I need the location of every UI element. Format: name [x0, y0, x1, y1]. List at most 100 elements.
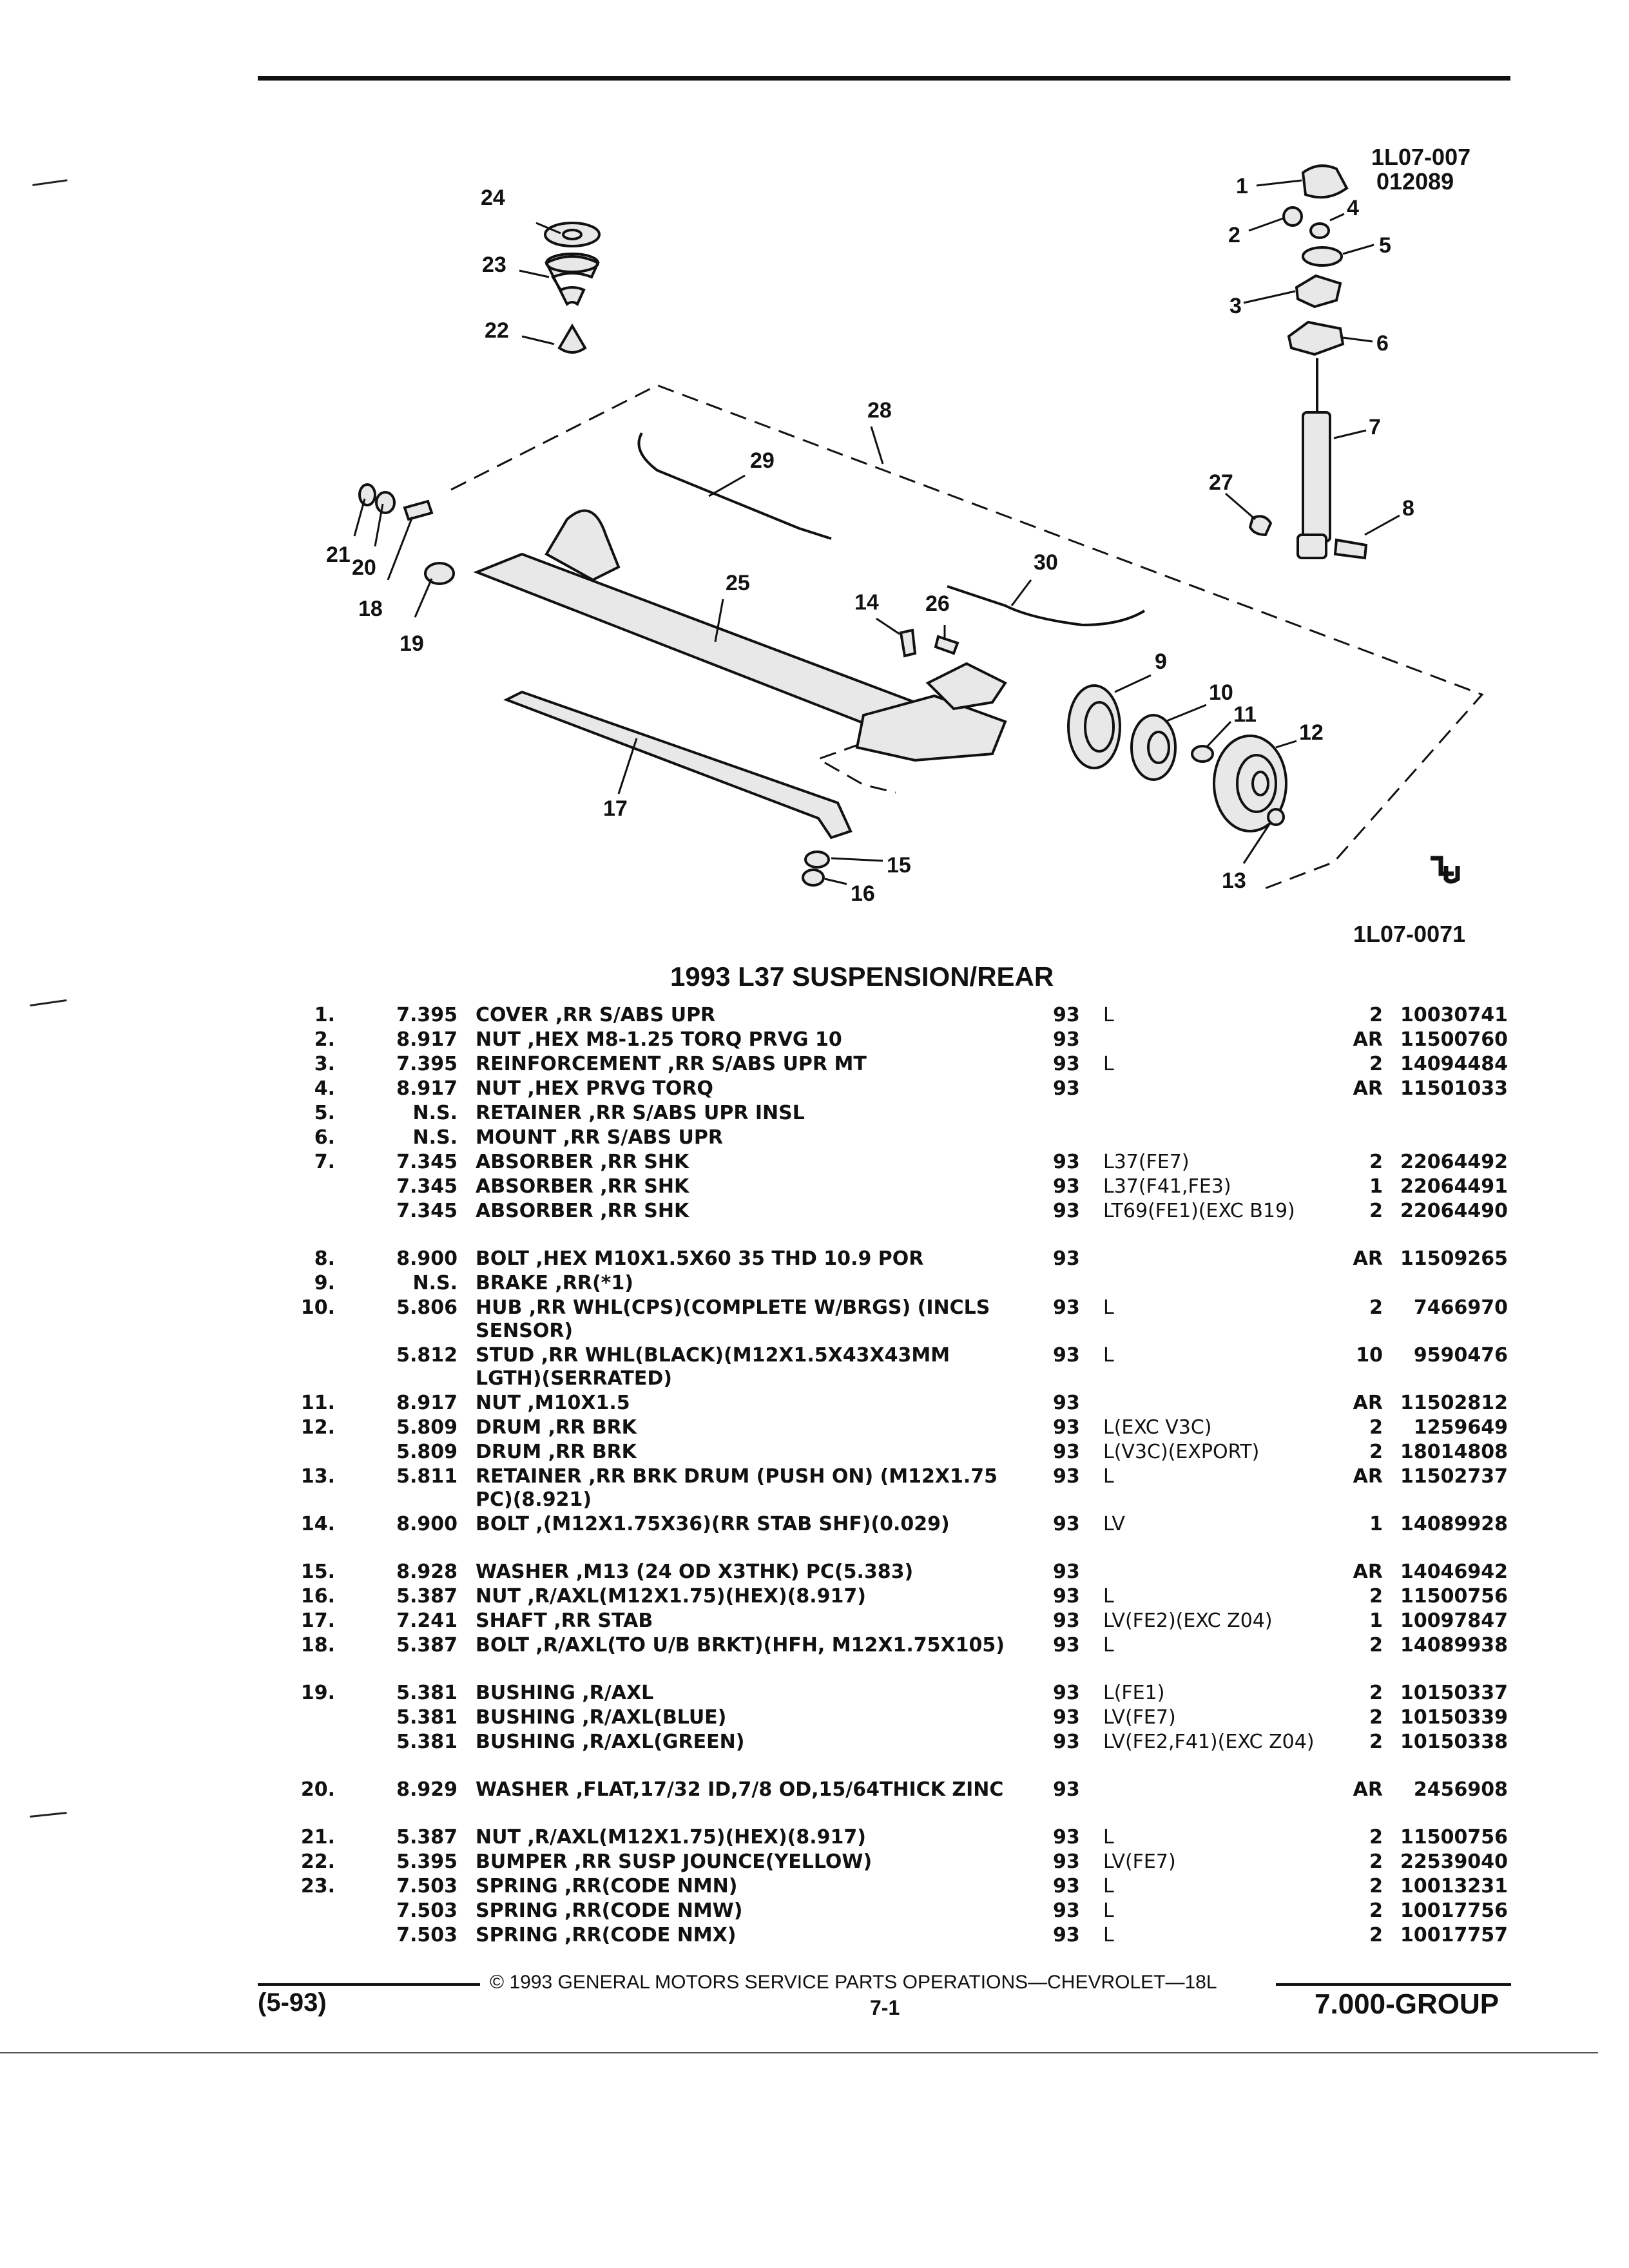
application: L — [1103, 1296, 1114, 1319]
model-year: 93 — [1053, 1924, 1080, 1946]
footer-copyright: © 1993 GENERAL MOTORS SERVICE PARTS OPER… — [490, 1972, 1217, 1993]
gm-logo-icon — [1431, 856, 1460, 884]
quantity: 10 — [1356, 1344, 1383, 1367]
washer-15 — [804, 850, 830, 869]
item-number: 20. — [300, 1778, 335, 1801]
part-description: REINFORCEMENT ,RR S/ABS UPR MT — [476, 1053, 867, 1075]
part-number: 10097847 — [1400, 1610, 1508, 1632]
application: L(EXC V3C) — [1103, 1416, 1212, 1439]
callout-6: 6 — [1376, 331, 1389, 356]
parts-row: 6.N.S.MOUNT ,RR S/ABS UPR — [0, 1126, 1629, 1151]
part-description: BUMPER ,RR SUSP JOUNCE(YELLOW) — [476, 1850, 872, 1873]
model-year: 93 — [1053, 1610, 1080, 1632]
item-number: 4. — [314, 1077, 335, 1100]
part-number: 14046942 — [1400, 1561, 1508, 1583]
part-number: 10150337 — [1400, 1682, 1508, 1704]
part-description: SPRING ,RR(CODE NMN) — [476, 1875, 738, 1898]
item-number: 7. — [314, 1151, 335, 1173]
quantity: 2 — [1369, 1441, 1383, 1463]
brake-assembly — [1067, 684, 1287, 832]
quantity: 2 — [1369, 1416, 1383, 1439]
model-year: 93 — [1053, 1899, 1080, 1922]
parts-row: 20. 8.929 WASHER ,FLAT,17/32 ID,7/8 OD,15/… — [0, 1778, 1629, 1826]
callout-labels: 1 2 3 4 5 6 7 8 9 10 11 12 13 14 15 16 1… — [326, 174, 1414, 906]
item-number: 19. — [300, 1682, 335, 1704]
callout-22: 22 — [485, 318, 509, 343]
model-year: 93 — [1053, 1778, 1080, 1801]
callout-3: 3 — [1229, 294, 1242, 318]
part-description: SHAFT ,RR STAB — [476, 1610, 653, 1632]
group-number: 8.917 — [396, 1077, 458, 1100]
item-number: 16. — [300, 1585, 335, 1608]
brake-cable-30 — [947, 585, 1146, 627]
item-number: 1. — [314, 1004, 335, 1026]
part-description: WASHER ,FLAT,17/32 ID,7/8 OD,15/64THICK … — [476, 1778, 1004, 1801]
part-number: 22064490 — [1400, 1200, 1508, 1222]
nut-16 — [802, 869, 825, 887]
part-description: MOUNT ,RR S/ABS UPR — [476, 1126, 723, 1149]
quantity: AR — [1353, 1077, 1383, 1100]
part-number: 22064492 — [1400, 1151, 1508, 1173]
application: L — [1103, 1344, 1114, 1367]
group-number: 7.503 — [396, 1875, 458, 1898]
item-number: 3. — [314, 1053, 335, 1075]
callout-9: 9 — [1155, 649, 1167, 674]
part-description: ABSORBER ,RR SHK — [476, 1200, 689, 1222]
callout-8: 8 — [1402, 496, 1414, 521]
item-number: 18. — [300, 1634, 335, 1657]
item-number: 6. — [314, 1126, 335, 1149]
application: LV(FE7) — [1103, 1850, 1176, 1873]
item-number: 21. — [300, 1826, 335, 1849]
group-number: 8.917 — [396, 1028, 458, 1051]
callout-11: 11 — [1233, 702, 1257, 727]
application: L — [1103, 1899, 1114, 1922]
part-description: DRUM ,RR BRK — [476, 1416, 637, 1439]
model-year: 93 — [1053, 1682, 1080, 1704]
brake-cable-29 — [637, 432, 832, 540]
part-description: ABSORBER ,RR SHK — [476, 1151, 689, 1173]
group-number: 5.809 — [396, 1416, 458, 1439]
group-number: 5.812 — [396, 1344, 458, 1367]
application: LV(FE2)(EXC Z04) — [1103, 1610, 1273, 1632]
footer-revision-date: (5-93) — [258, 1988, 327, 2017]
application: L — [1103, 1004, 1114, 1026]
group-number: 8.928 — [396, 1561, 458, 1583]
item-number: 14. — [300, 1513, 335, 1535]
footer-rule-left — [258, 1983, 480, 1986]
quantity: 1 — [1369, 1175, 1383, 1198]
part-number: 11500756 — [1400, 1826, 1508, 1849]
part-number: 11509265 — [1400, 1247, 1508, 1270]
group-number: 8.929 — [396, 1778, 458, 1801]
part-number: 1259649 — [1413, 1416, 1508, 1439]
application: L — [1103, 1924, 1114, 1946]
callout-27: 27 — [1209, 470, 1233, 495]
application: L — [1103, 1875, 1114, 1898]
part-number: 11502812 — [1400, 1392, 1508, 1414]
group-number: 7.345 — [396, 1175, 458, 1198]
assembly-outline — [450, 384, 1484, 890]
part-description: BUSHING ,R/AXL(GREEN) — [476, 1731, 745, 1753]
part-number: 10017757 — [1400, 1924, 1508, 1946]
quantity: AR — [1353, 1392, 1383, 1414]
group-number: 7.345 — [396, 1200, 458, 1222]
quantity: AR — [1353, 1561, 1383, 1583]
part-number: 7466970 — [1413, 1296, 1508, 1319]
part-description: BOLT ,(M12X1.75X36)(RR STAB SHF)(0.029) — [476, 1513, 950, 1535]
part-number: 10030741 — [1400, 1004, 1508, 1026]
application: L(V3C)(EXPORT) — [1103, 1441, 1260, 1463]
callout-17: 17 — [603, 796, 628, 821]
part-number: 10150338 — [1400, 1731, 1508, 1753]
model-year: 93 — [1053, 1392, 1080, 1414]
callout-4: 4 — [1347, 196, 1359, 220]
